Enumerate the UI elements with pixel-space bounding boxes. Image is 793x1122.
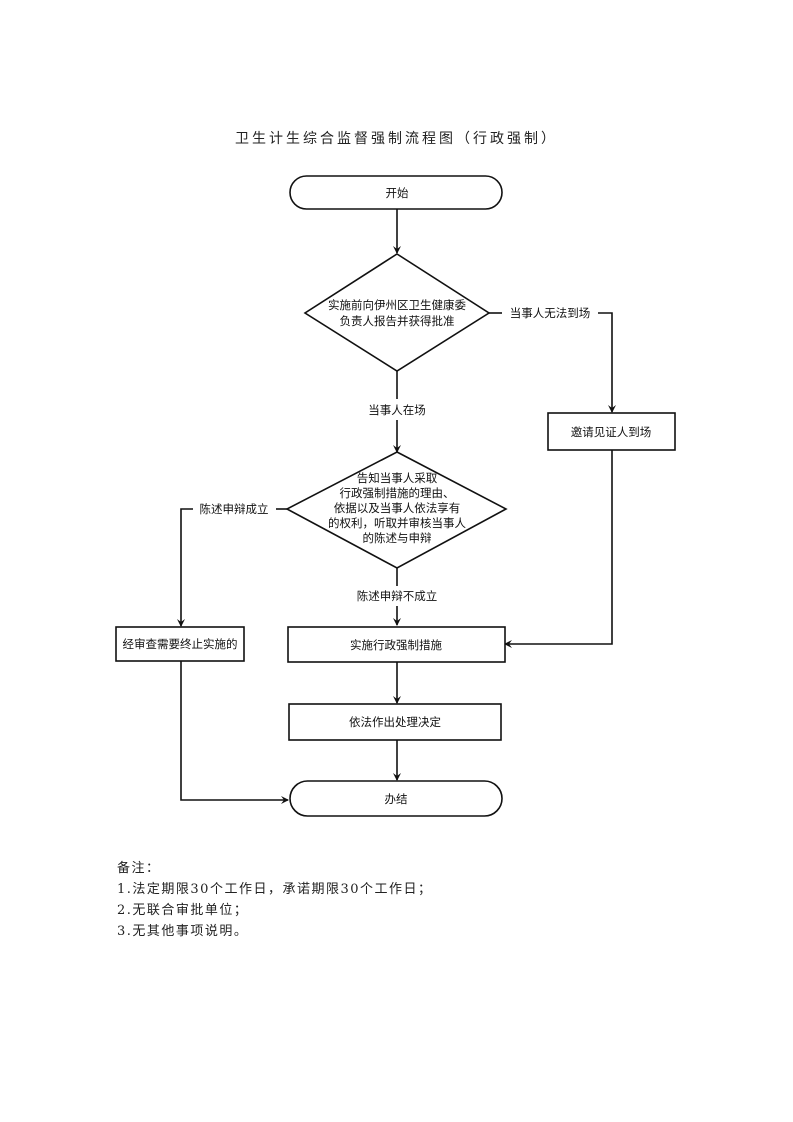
notes-heading: 备注：: [117, 861, 161, 876]
enforce-label: 实施行政强制措施: [350, 638, 442, 652]
edge-label-absent: 当事人无法到场: [510, 306, 591, 320]
approval-label-line-2: 负责人报告并获得批准: [340, 314, 455, 328]
start-terminal: [289, 175, 503, 210]
approval-decision: [303, 253, 491, 372]
end-terminal: [289, 780, 503, 817]
inform-label-line-1: 告知当事人采取: [357, 471, 438, 485]
connector-terminate-end: [180, 661, 289, 804]
end-label: 办结: [385, 792, 408, 806]
decision-box: [288, 703, 502, 741]
connector-inform-terminate-2: [177, 508, 193, 627]
note-item: 2.无联合审批单位；: [117, 903, 249, 918]
inform-label-line-3: 依据以及当事人依法享有: [334, 501, 461, 515]
inform-decision: [285, 451, 508, 569]
note-item: 3.无其他事项说明。: [117, 924, 249, 939]
inform-label-line-5: 的陈述与申辩: [363, 531, 432, 545]
page-title: 卫生计生综合监督强制流程图（行政强制）: [235, 131, 558, 147]
note-item: 1.法定期限30个工作日，承诺期限30个工作日；: [117, 882, 433, 897]
connector-approval-witness-2: [598, 312, 616, 413]
edge-label-present: 当事人在场: [368, 403, 426, 417]
inform-label-line-2: 行政强制措施的理由、: [340, 486, 455, 500]
notes-section: 备注： 1.法定期限30个工作日，承诺期限30个工作日； 2.无联合审批单位； …: [117, 858, 433, 942]
witness-box: [547, 412, 676, 451]
start-label: 开始: [386, 186, 409, 200]
witness-label: 邀请见证人到场: [571, 425, 652, 439]
inform-label-line-4: 的权利，听取并审核当事人: [328, 516, 466, 530]
enforce-box: [287, 626, 506, 663]
connector-witness-enforce: [504, 450, 613, 648]
approval-label-line-1: 实施前向伊州区卫生健康委: [328, 298, 466, 312]
decision-label: 依法作出处理决定: [349, 715, 441, 729]
edge-label-defense-invalid: 陈述申辩不成立: [357, 589, 438, 603]
edge-label-defense-valid: 陈述申辩成立: [200, 502, 269, 516]
terminate-box: [115, 626, 245, 662]
terminate-label: 经审查需要终止实施的: [123, 637, 238, 651]
